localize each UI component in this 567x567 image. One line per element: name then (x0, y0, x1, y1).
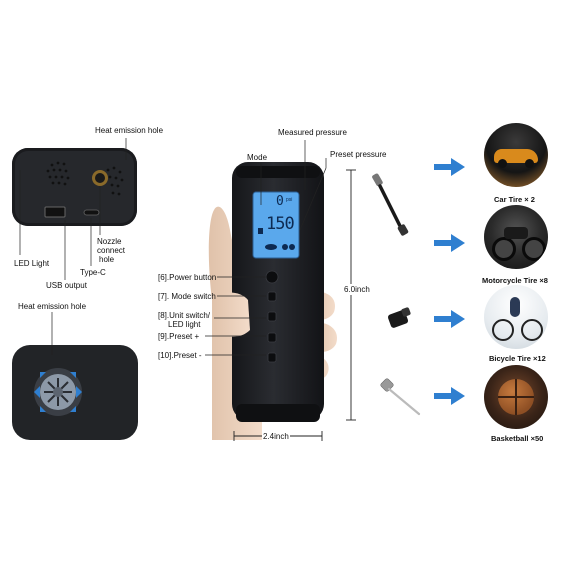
mode-switch-label: [7]. Mode switch (158, 292, 216, 301)
arrow-icon-2 (434, 234, 465, 252)
ball-needle-icon (380, 378, 421, 416)
bicycle-tire-caption: Bicycle Tire ×12 (489, 354, 546, 363)
unit-switch-label-2: LED light (168, 320, 201, 329)
nozzle-hole-label-1: Nozzle (97, 237, 122, 246)
mode-label: Mode (247, 153, 268, 162)
led-light-label: LED Light (14, 259, 50, 268)
lcd-screen (253, 192, 299, 258)
arrow-icon-3 (434, 310, 465, 328)
nozzle-hole-label-2: connect (97, 246, 126, 255)
unit-switch-label-1: [8].Unit switch/ (158, 311, 211, 320)
type-c-label: Type-C (80, 268, 106, 277)
car-tire-caption: Car Tire × 2 (494, 195, 535, 204)
device-end-view (12, 148, 137, 226)
bicycle-tire-thumbnail (484, 285, 548, 349)
basketball-thumbnail (484, 365, 548, 429)
nozzle-hole-label-3: hole (99, 255, 115, 264)
extension-hose-icon (372, 173, 409, 236)
lcd-main-value: 150 (266, 214, 295, 234)
car-tire-thumbnail (484, 123, 548, 187)
measured-pressure-label: Measured pressure (278, 128, 347, 137)
preset-minus-label: [10].Preset - (158, 351, 202, 360)
heat-emission-hole-label-2: Heat emission hole (18, 302, 87, 311)
motorcycle-tire-thumbnail (484, 205, 548, 269)
preset-plus-label: [9].Preset + (158, 332, 200, 341)
arrow-icon-1 (434, 158, 465, 176)
power-button-label: [6].Power button (158, 273, 217, 282)
lcd-top-unit: psi (286, 197, 293, 203)
presta-adapter-icon (387, 307, 411, 328)
arrow-icon-4 (434, 387, 465, 405)
usb-output-label: USB output (46, 281, 87, 290)
height-dimension-label: 6.0inch (344, 284, 370, 295)
heat-emission-hole-label: Heat emission hole (95, 126, 164, 135)
basketball-caption: Basketball ×50 (491, 434, 544, 443)
preset-pressure-label: Preset pressure (330, 150, 387, 159)
width-dimension-label: 2.4inch (262, 432, 290, 441)
lcd-top-value: 0 (276, 194, 284, 209)
motorcycle-tire-caption: Motorcycle Tire ×8 (482, 276, 548, 285)
